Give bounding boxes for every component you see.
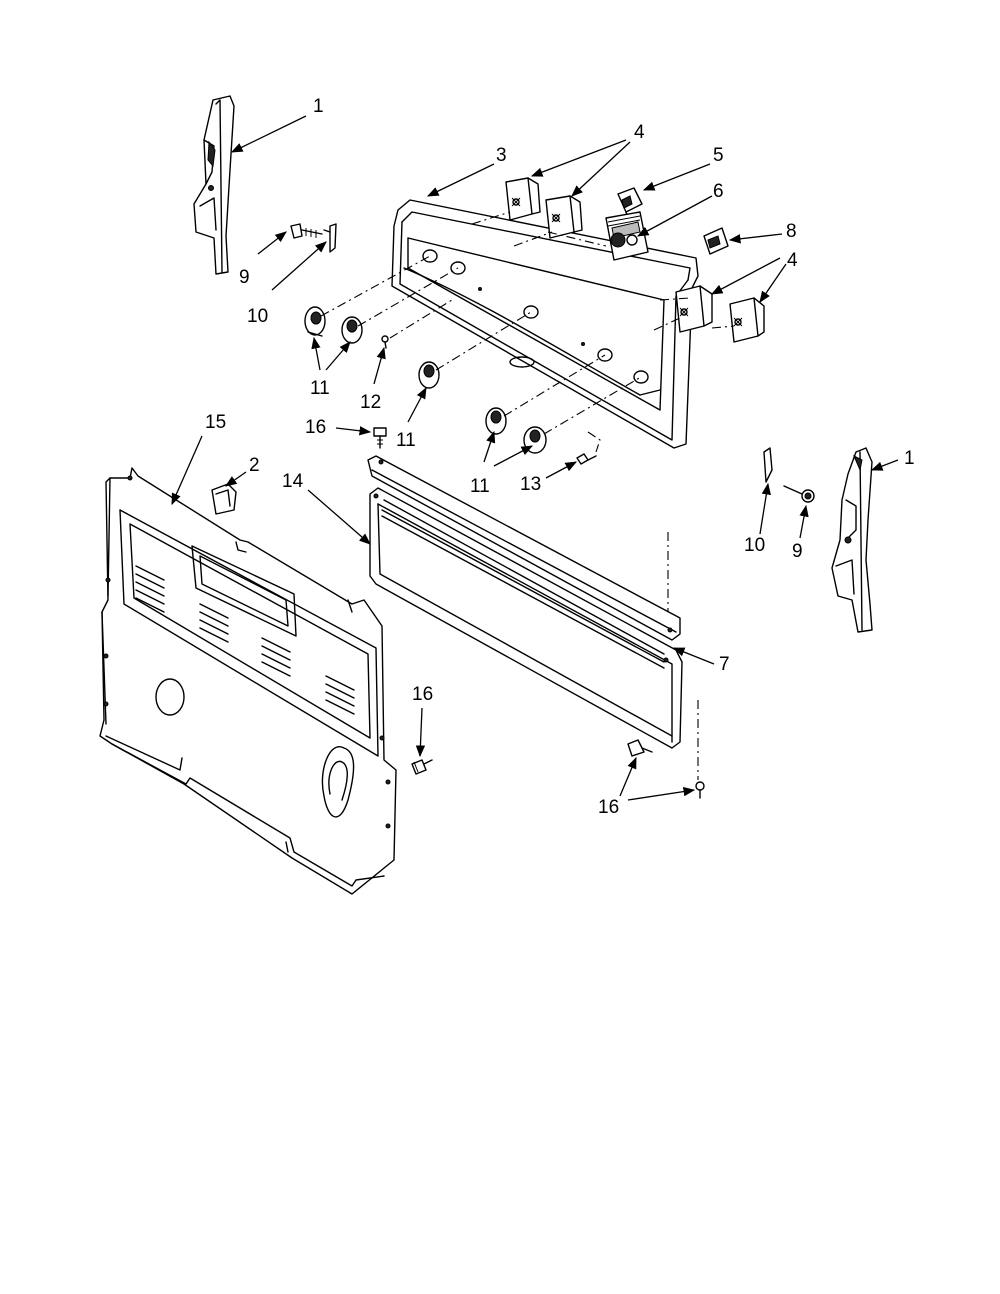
infinite-switch-3 <box>675 285 713 333</box>
callout-7: 7 <box>719 654 730 675</box>
callout-9-right: 9 <box>792 541 803 562</box>
panel-clip <box>211 483 237 515</box>
callout-16-bottom: 16 <box>598 797 619 818</box>
right-clip <box>763 447 773 483</box>
callout-15: 15 <box>205 412 226 433</box>
leader-lines <box>171 115 899 801</box>
callout-16-left: 16 <box>412 684 433 705</box>
callout-10-right: 10 <box>744 535 765 556</box>
callout-10-left: 10 <box>247 306 268 327</box>
callout-1-right: 1 <box>904 448 915 469</box>
control-console <box>391 199 699 449</box>
left-screw <box>290 223 323 239</box>
callout-11-right: 11 <box>470 476 490 497</box>
callout-13: 13 <box>520 474 541 495</box>
control-knob-4 <box>485 407 507 435</box>
callout-5: 5 <box>713 145 724 166</box>
callout-11-mid: 11 <box>396 430 416 451</box>
callout-3: 3 <box>496 145 507 166</box>
left-clip <box>323 223 337 253</box>
screw-16-right <box>695 700 705 799</box>
callout-6: 6 <box>713 181 724 202</box>
right-side-bracket <box>831 447 873 633</box>
callout-2: 2 <box>249 455 260 476</box>
console-screw-13 <box>576 453 597 465</box>
screw-16-top <box>373 427 387 449</box>
manifold-panel <box>367 455 683 749</box>
callout-9-left: 9 <box>239 267 250 288</box>
control-knob-2 <box>341 316 363 344</box>
rear-panel <box>99 467 397 895</box>
callout-1-left: 1 <box>313 96 324 117</box>
infinite-switch-4 <box>729 297 765 343</box>
assembly-lines-console <box>320 211 735 630</box>
callout-4-right: 4 <box>787 250 798 271</box>
right-screw <box>783 485 815 503</box>
callout-11-left: 11 <box>310 378 330 399</box>
control-knob-3 <box>418 361 440 389</box>
callout-labels: 1 1 2 3 4 4 5 6 7 8 9 9 10 10 11 11 11 1… <box>205 96 915 818</box>
control-knob-1 <box>304 306 326 337</box>
indicator-switch <box>703 227 729 255</box>
callout-4-top: 4 <box>634 122 645 143</box>
screw-16-left <box>411 759 433 775</box>
rocker-switch <box>617 187 643 219</box>
clock-timer <box>605 211 649 261</box>
infinite-switch-1 <box>505 177 541 221</box>
callout-8: 8 <box>786 221 797 242</box>
infinite-switch-2 <box>545 195 583 239</box>
callout-12: 12 <box>360 392 381 413</box>
left-side-bracket <box>193 95 235 275</box>
screw-16-mid <box>627 739 653 757</box>
callout-16-top: 16 <box>305 417 326 438</box>
console-screw-12 <box>381 335 389 349</box>
callout-14: 14 <box>282 471 304 492</box>
